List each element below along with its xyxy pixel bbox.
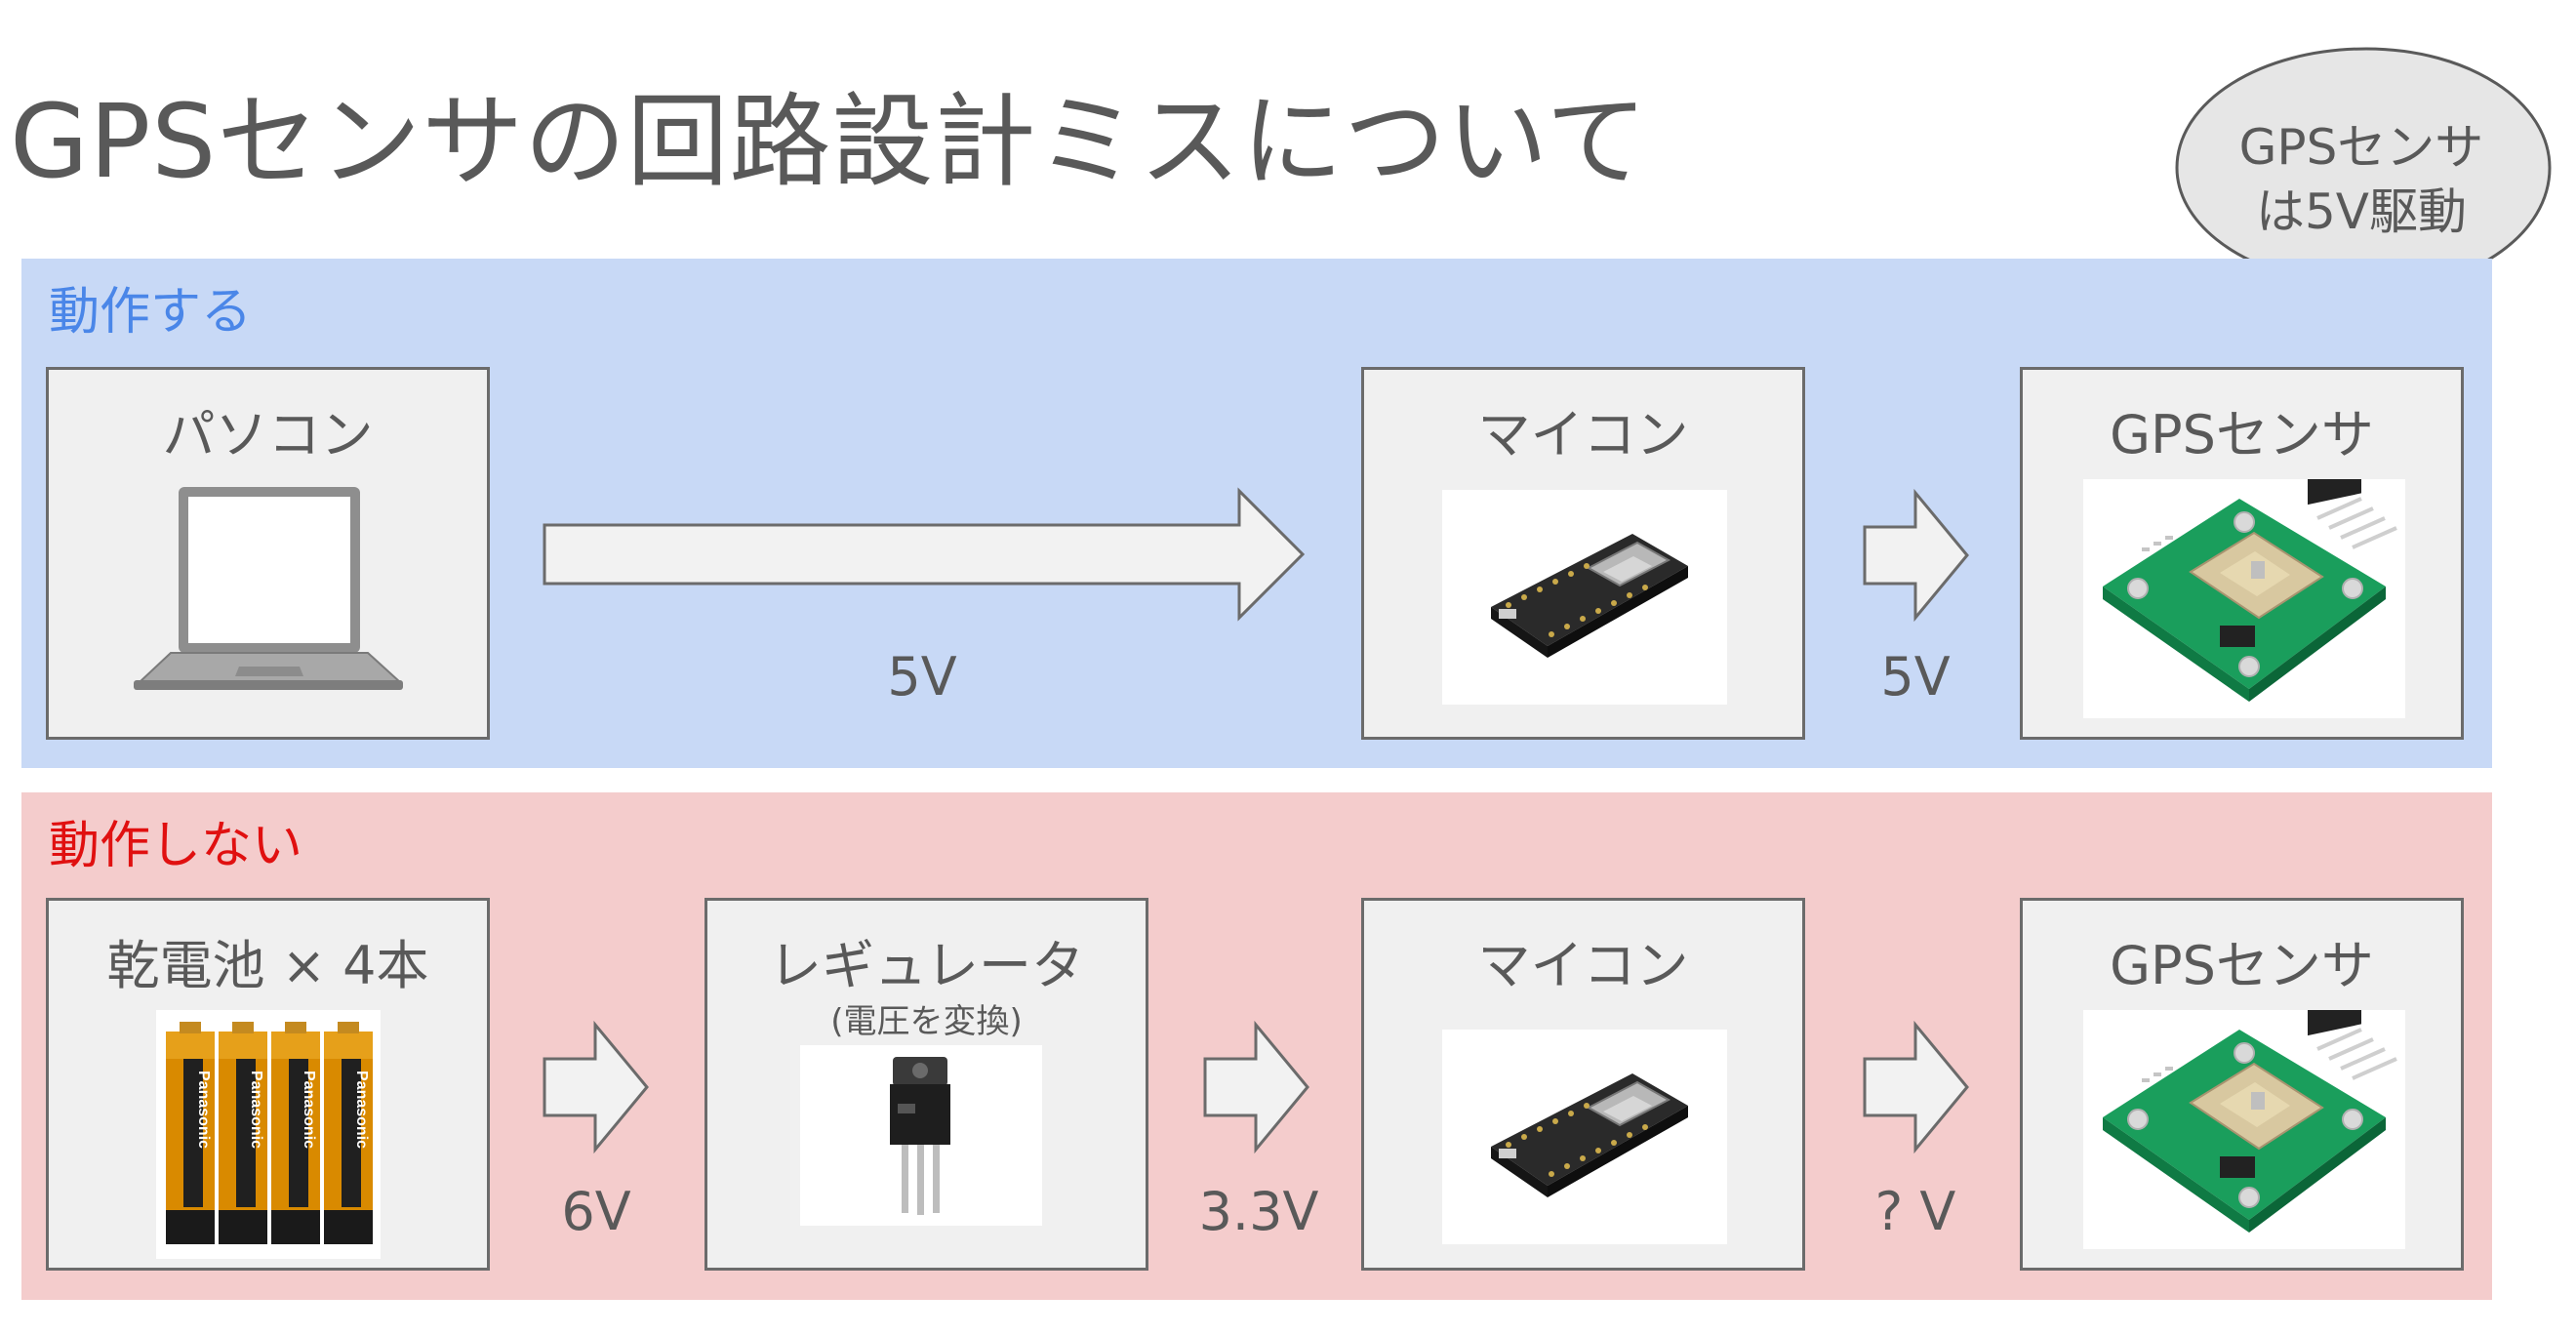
gps-image: [2083, 449, 2405, 718]
gps-image-2: [2083, 980, 2405, 1249]
mcu-box: マイコン: [1361, 367, 1805, 740]
voltage-pc-to-mcu: 5V: [887, 646, 957, 708]
gps-box: GPSセンサ: [2020, 367, 2464, 740]
battery-label-3: Panasonic: [301, 1071, 317, 1149]
bubble-line-1: GPSセンサ: [2238, 119, 2484, 176]
voltage-mcu-to-gps: 5V: [1880, 646, 1951, 708]
battery-box-title: 乾電池 × 4本: [106, 935, 429, 996]
regulator-box-title: レギュレータ: [769, 935, 1084, 996]
long-arrow-icon: [543, 487, 1306, 622]
arrow-battery-to-regulator-icon: [543, 1020, 649, 1154]
gps-box-2-title: GPSセンサ: [2110, 935, 2374, 996]
voltage-regulator-to-mcu: 3.3V: [1198, 1181, 1319, 1242]
arrow-mcu-to-gps-icon: [1863, 488, 1969, 623]
battery-label-1: Panasonic: [195, 1071, 212, 1149]
microcontroller-icon-2: [1491, 1073, 1688, 1197]
pc-box-title: パソコン: [162, 404, 374, 465]
working-label: 動作する: [49, 283, 253, 342]
laptop-icon: [134, 487, 403, 690]
battery-label-4: Panasonic: [353, 1071, 370, 1149]
mcu-image: [1442, 490, 1727, 705]
pc-box: パソコン: [46, 367, 490, 740]
bubble-line-2: は5V駆動: [2255, 183, 2467, 240]
bubble-text: GPSセンサ は5V駆動: [2171, 115, 2552, 244]
arrow-regulator-to-mcu-icon: [1203, 1020, 1309, 1154]
battery-image: Panasonic Panasonic Panasonic Panasonic: [156, 1010, 381, 1259]
battery-box: 乾電池 × 4本: [46, 898, 490, 1271]
voltage-regulator-icon: [890, 1057, 950, 1215]
regulator-image: [800, 1045, 1042, 1226]
mcu-box-2-title: マイコン: [1477, 935, 1689, 996]
voltage-mcu-to-gps-2: ? V: [1874, 1181, 1956, 1242]
mcu-image-2: [1442, 1030, 1727, 1244]
gps-box-2: GPSセンサ: [2020, 898, 2464, 1271]
gps-module-icon: [2103, 449, 2397, 702]
voltage-battery-to-regulator: 6V: [561, 1181, 631, 1242]
regulator-box: レギュレータ (電圧を変換): [704, 898, 1148, 1271]
arrow-mcu-to-gps-2-icon: [1863, 1020, 1969, 1154]
page-title: GPSセンサの回路設計ミスについて: [10, 82, 1649, 201]
regulator-box-subtitle: (電圧を変換): [830, 1002, 1023, 1041]
mcu-box-2: マイコン: [1361, 898, 1805, 1271]
mcu-box-title: マイコン: [1477, 404, 1689, 465]
batteries-icon: Panasonic Panasonic Panasonic Panasonic: [166, 1022, 373, 1244]
microcontroller-icon: [1491, 534, 1688, 658]
gps-box-title: GPSセンサ: [2110, 404, 2374, 465]
not-working-label: 動作しない: [49, 817, 303, 875]
battery-label-2: Panasonic: [248, 1071, 264, 1149]
gps-module-icon-2: [2103, 980, 2397, 1233]
